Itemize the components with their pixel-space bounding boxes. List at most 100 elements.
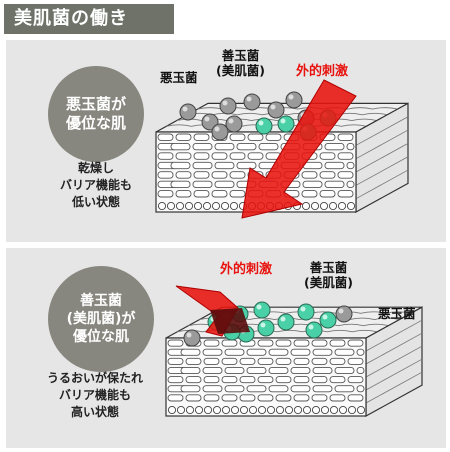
skin-cell: [167, 357, 184, 365]
skin-basal-cell: [328, 201, 338, 211]
bacteria-icon: [179, 103, 197, 121]
skin-cell: [214, 161, 235, 170]
skin-cell: [347, 357, 364, 365]
skin-cell: [329, 394, 346, 402]
skin-cell: [214, 180, 235, 189]
skin-basal-cell: [221, 405, 231, 415]
skin-cell: [180, 366, 201, 375]
bacteria-icon: [297, 303, 315, 321]
bacteria-highlight: [308, 324, 314, 330]
skin-cell: [293, 394, 310, 402]
skin-cell: [170, 142, 191, 151]
skin-cell: [301, 190, 318, 198]
skin-cell: [221, 394, 238, 402]
skin-cell: [214, 142, 235, 151]
skin-basal-cell: [266, 405, 276, 415]
skin-basal-cell: [347, 405, 357, 415]
skin-cell: [346, 161, 355, 170]
bacteria-icon: [277, 115, 295, 133]
bacteria-highlight: [214, 126, 220, 132]
skin-cell: [329, 376, 346, 384]
skin-cell: [324, 161, 345, 170]
skin-cell: [193, 133, 210, 141]
skin-basal-cell: [257, 405, 267, 415]
skin-cell: [202, 366, 223, 375]
skin-cell: [185, 394, 202, 402]
skin-cell: [221, 376, 238, 384]
skin-basal-cell: [211, 201, 221, 211]
skin-cell: [167, 339, 184, 347]
skin-basal-cell: [229, 201, 239, 211]
skin-cell: [356, 385, 365, 393]
bacteria-highlight: [204, 116, 210, 122]
bacteria-icon: [225, 115, 243, 133]
skin-cell: [302, 180, 323, 189]
skin-cell: [203, 339, 220, 347]
skin-cell: [239, 394, 256, 402]
stimulus-blocked-icon: [210, 308, 250, 334]
panel-bad-dominant: 悪玉菌が 優位な肌 乾燥し バリア機能も 低い状態 悪玉菌 善玉菌 (美肌菌) …: [6, 40, 446, 242]
skin-basal-cell: [293, 405, 303, 415]
stimulus-arrow-icon: [241, 79, 357, 219]
skin-cell: [175, 152, 192, 160]
caption-line: バリア機能も: [58, 388, 131, 402]
label-line: (美肌菌): [304, 275, 353, 290]
skin-cell: [167, 394, 184, 402]
bacteria-highlight: [338, 308, 344, 314]
bacteria-highlight: [228, 118, 234, 124]
circle-line: 悪玉菌が: [65, 94, 126, 113]
bacteria-icon: [267, 101, 285, 119]
skin-cell: [311, 394, 328, 402]
bacteria-highlight: [322, 314, 328, 320]
panel-good-dominant: 善玉菌 (美肌菌)が 優位な肌 うるおいが保たれ バリア機能も 高い状態 外的刺…: [6, 248, 446, 448]
skin-cross-section: [165, 285, 423, 418]
skin-cell: [346, 142, 355, 151]
skin-cell: [346, 180, 355, 189]
skin-cell: [246, 366, 267, 375]
skin-cell: [224, 348, 245, 356]
bacteria-highlight: [246, 96, 252, 102]
skin-cell: [224, 385, 245, 393]
bacteria-icon: [335, 305, 353, 323]
skin-cell: [329, 339, 346, 347]
skin-cell: [258, 142, 279, 151]
skin-side-line: [365, 358, 423, 391]
bacteria-icon: [253, 301, 271, 319]
skin-basal-cell: [202, 201, 212, 211]
circle-line: 優位な肌: [73, 329, 129, 346]
bacteria-icon: [319, 311, 337, 329]
skin-cell: [192, 180, 213, 189]
skin-cell: [337, 190, 354, 198]
bacteria-highlight: [260, 322, 266, 328]
skin-basal-cell: [275, 405, 285, 415]
circle-line: 善玉菌: [80, 292, 122, 309]
skin-cell: [275, 357, 292, 365]
skin-basal-cell: [301, 201, 311, 211]
skin-basal-cell: [157, 201, 167, 211]
skin-cell: [293, 339, 310, 347]
skin-cell: [193, 190, 210, 198]
label-stimulus: 外的刺激: [296, 64, 349, 79]
caption-line: うるおいが保たれ: [46, 371, 143, 385]
skin-cell: [312, 366, 333, 375]
skin-cell: [180, 348, 201, 356]
skin-basal-cell: [203, 405, 213, 415]
skin-cell: [312, 385, 333, 393]
skin-cell: [247, 152, 264, 160]
skin-cell: [319, 171, 336, 179]
skin-basal-cell: [319, 201, 329, 211]
skin-basal-cell: [193, 201, 203, 211]
skin-basal-cell: [310, 201, 320, 211]
skin-cell: [334, 366, 355, 375]
skin-basal-cell: [185, 405, 195, 415]
skin-cell: [221, 357, 238, 365]
circle-bad-dominant: 悪玉菌が 優位な肌: [48, 66, 144, 162]
skin-side-line: [355, 129, 409, 160]
skin-side-line: [365, 332, 423, 365]
skin-cell: [203, 357, 220, 365]
skin-cell: [185, 357, 202, 365]
bacteria-highlight: [182, 106, 188, 112]
bacteria-icon: [255, 117, 273, 135]
skin-cell: [229, 152, 246, 160]
skin-cell: [239, 357, 256, 365]
